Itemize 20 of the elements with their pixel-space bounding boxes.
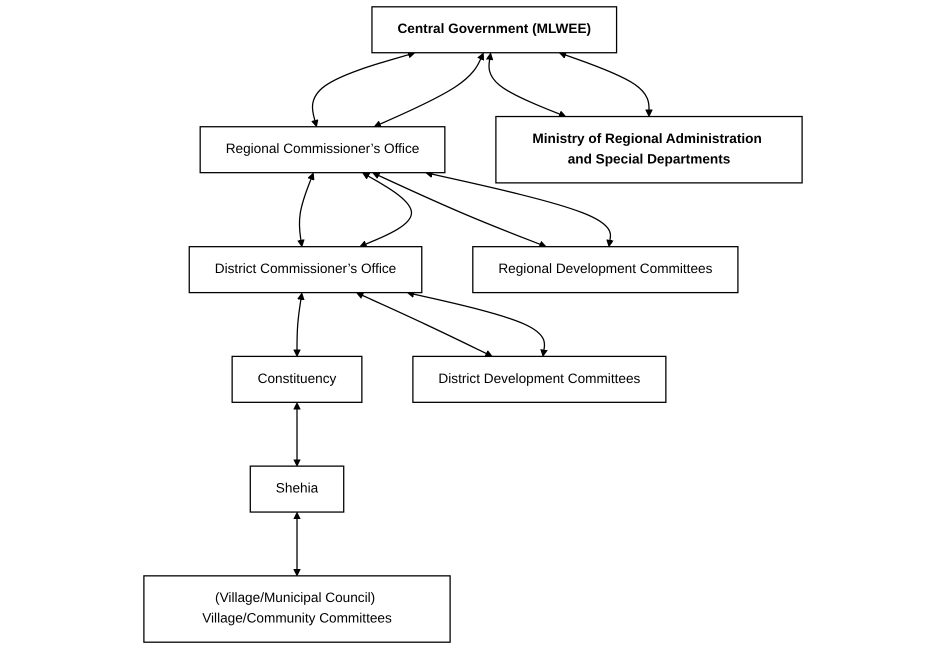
node-box: Shehia [250,465,344,513]
node-box: Regional Commissioner’s Office [200,126,446,174]
arrow [293,292,305,357]
arrow [297,172,314,247]
arrow [374,52,484,128]
arrow [356,292,493,357]
node-box: District Development Committees [412,356,666,403]
node-box: (Village/Municipal Council) Village/Community Committees [143,575,451,643]
arrow [359,172,412,248]
arrow [486,52,566,118]
arrow [372,172,546,248]
node-box: Constituency [232,356,362,403]
arrow [559,52,653,117]
node-box: Regional Development Committees [472,246,739,294]
node-box: District Commissioner’s Office [188,246,422,294]
node-box: Ministry of Regional Administration and Special Departments [495,116,803,184]
arrow [293,512,301,576]
arrow [311,51,416,128]
node-box: Central Government (MLWEE) [371,6,618,54]
arrow [293,402,301,466]
